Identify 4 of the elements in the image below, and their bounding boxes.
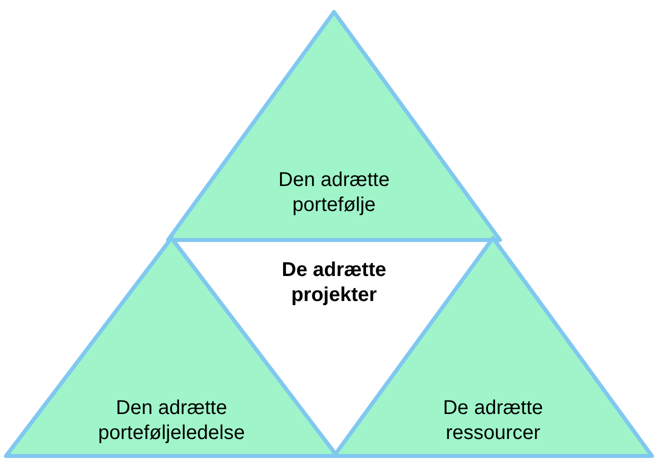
triangle-label: Den adrætte porteføljeledelse — [97, 396, 246, 446]
center-label: De adrætte projekter — [280, 258, 388, 308]
triangle-label: De adrætte ressourcer — [442, 396, 544, 446]
triangle-label: Den adrætte portefølje — [277, 168, 391, 218]
